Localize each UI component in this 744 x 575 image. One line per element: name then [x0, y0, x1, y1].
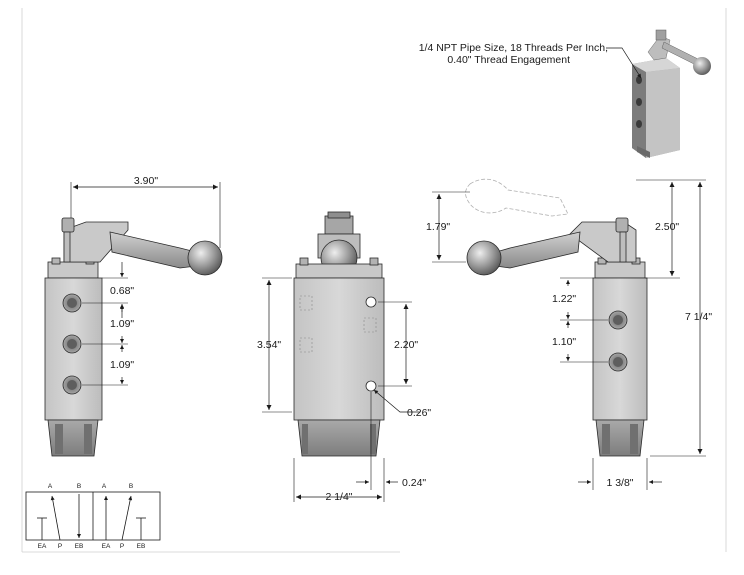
- dim-top-to-port-right: 1.22": [552, 293, 576, 305]
- sheet-frame: [21, 8, 727, 553]
- isometric-valve-view: [632, 29, 711, 158]
- dim-body-width: 2 1/4": [325, 491, 352, 503]
- dim-top-to-port1: 0.68": [110, 285, 134, 297]
- dim-overall-height: 7 1/4": [685, 311, 712, 323]
- symbol-label-eb2: EB: [137, 543, 146, 550]
- dim-overall-width-left: 3.90": [134, 175, 158, 187]
- dim-handle-height: 1.79": [426, 221, 450, 233]
- dim-body-depth: 1 3/8": [606, 477, 633, 489]
- symbol-label-a2: A: [102, 483, 107, 490]
- center-side-view: [293, 211, 385, 457]
- callout-thread-line2: 0.40" Thread Engagement: [447, 54, 570, 66]
- dim-port2-to-port3: 1.09": [110, 359, 134, 371]
- dim-port-spacing-right: 1.10": [552, 336, 576, 348]
- center-dimensions: 3.54" 2.20" 0.26" 2 1/4" 0.24": [257, 277, 431, 503]
- dim-body-height: 3.54": [257, 339, 281, 351]
- callout-leader: [606, 47, 642, 79]
- symbol-label-p2: P: [120, 543, 124, 550]
- symbol-label-p1: P: [58, 543, 62, 550]
- dim-hole-offset: 0.24": [402, 477, 426, 489]
- valve-schematic-symbol: A B A B EA P EB EA P EB: [25, 483, 161, 550]
- symbol-label-ea1: EA: [38, 543, 47, 550]
- left-dimensions: 3.90" 0.68" 1.09" 1.09": [70, 175, 221, 386]
- symbol-label-eb1: EB: [75, 543, 84, 550]
- right-dimensions: 1.79" 2.50" 7 1/4" 1.22" 1.10" 1 3/8": [426, 179, 712, 490]
- dim-hole-diameter: 0.26": [407, 407, 431, 419]
- dim-port1-to-port2: 1.09": [110, 318, 134, 330]
- callout-thread-line1: 1/4 NPT Pipe Size, 18 Threads Per Inch,: [419, 42, 608, 54]
- dim-handle-top: 2.50": [655, 221, 679, 233]
- symbol-label-a1: A: [48, 483, 53, 490]
- right-rear-view: [465, 178, 648, 457]
- symbol-label-b2: B: [129, 483, 133, 490]
- symbol-label-ea2: EA: [102, 543, 111, 550]
- dim-hole-spacing: 2.20": [394, 339, 418, 351]
- left-front-view: [44, 217, 223, 457]
- symbol-label-b1: B: [77, 483, 81, 490]
